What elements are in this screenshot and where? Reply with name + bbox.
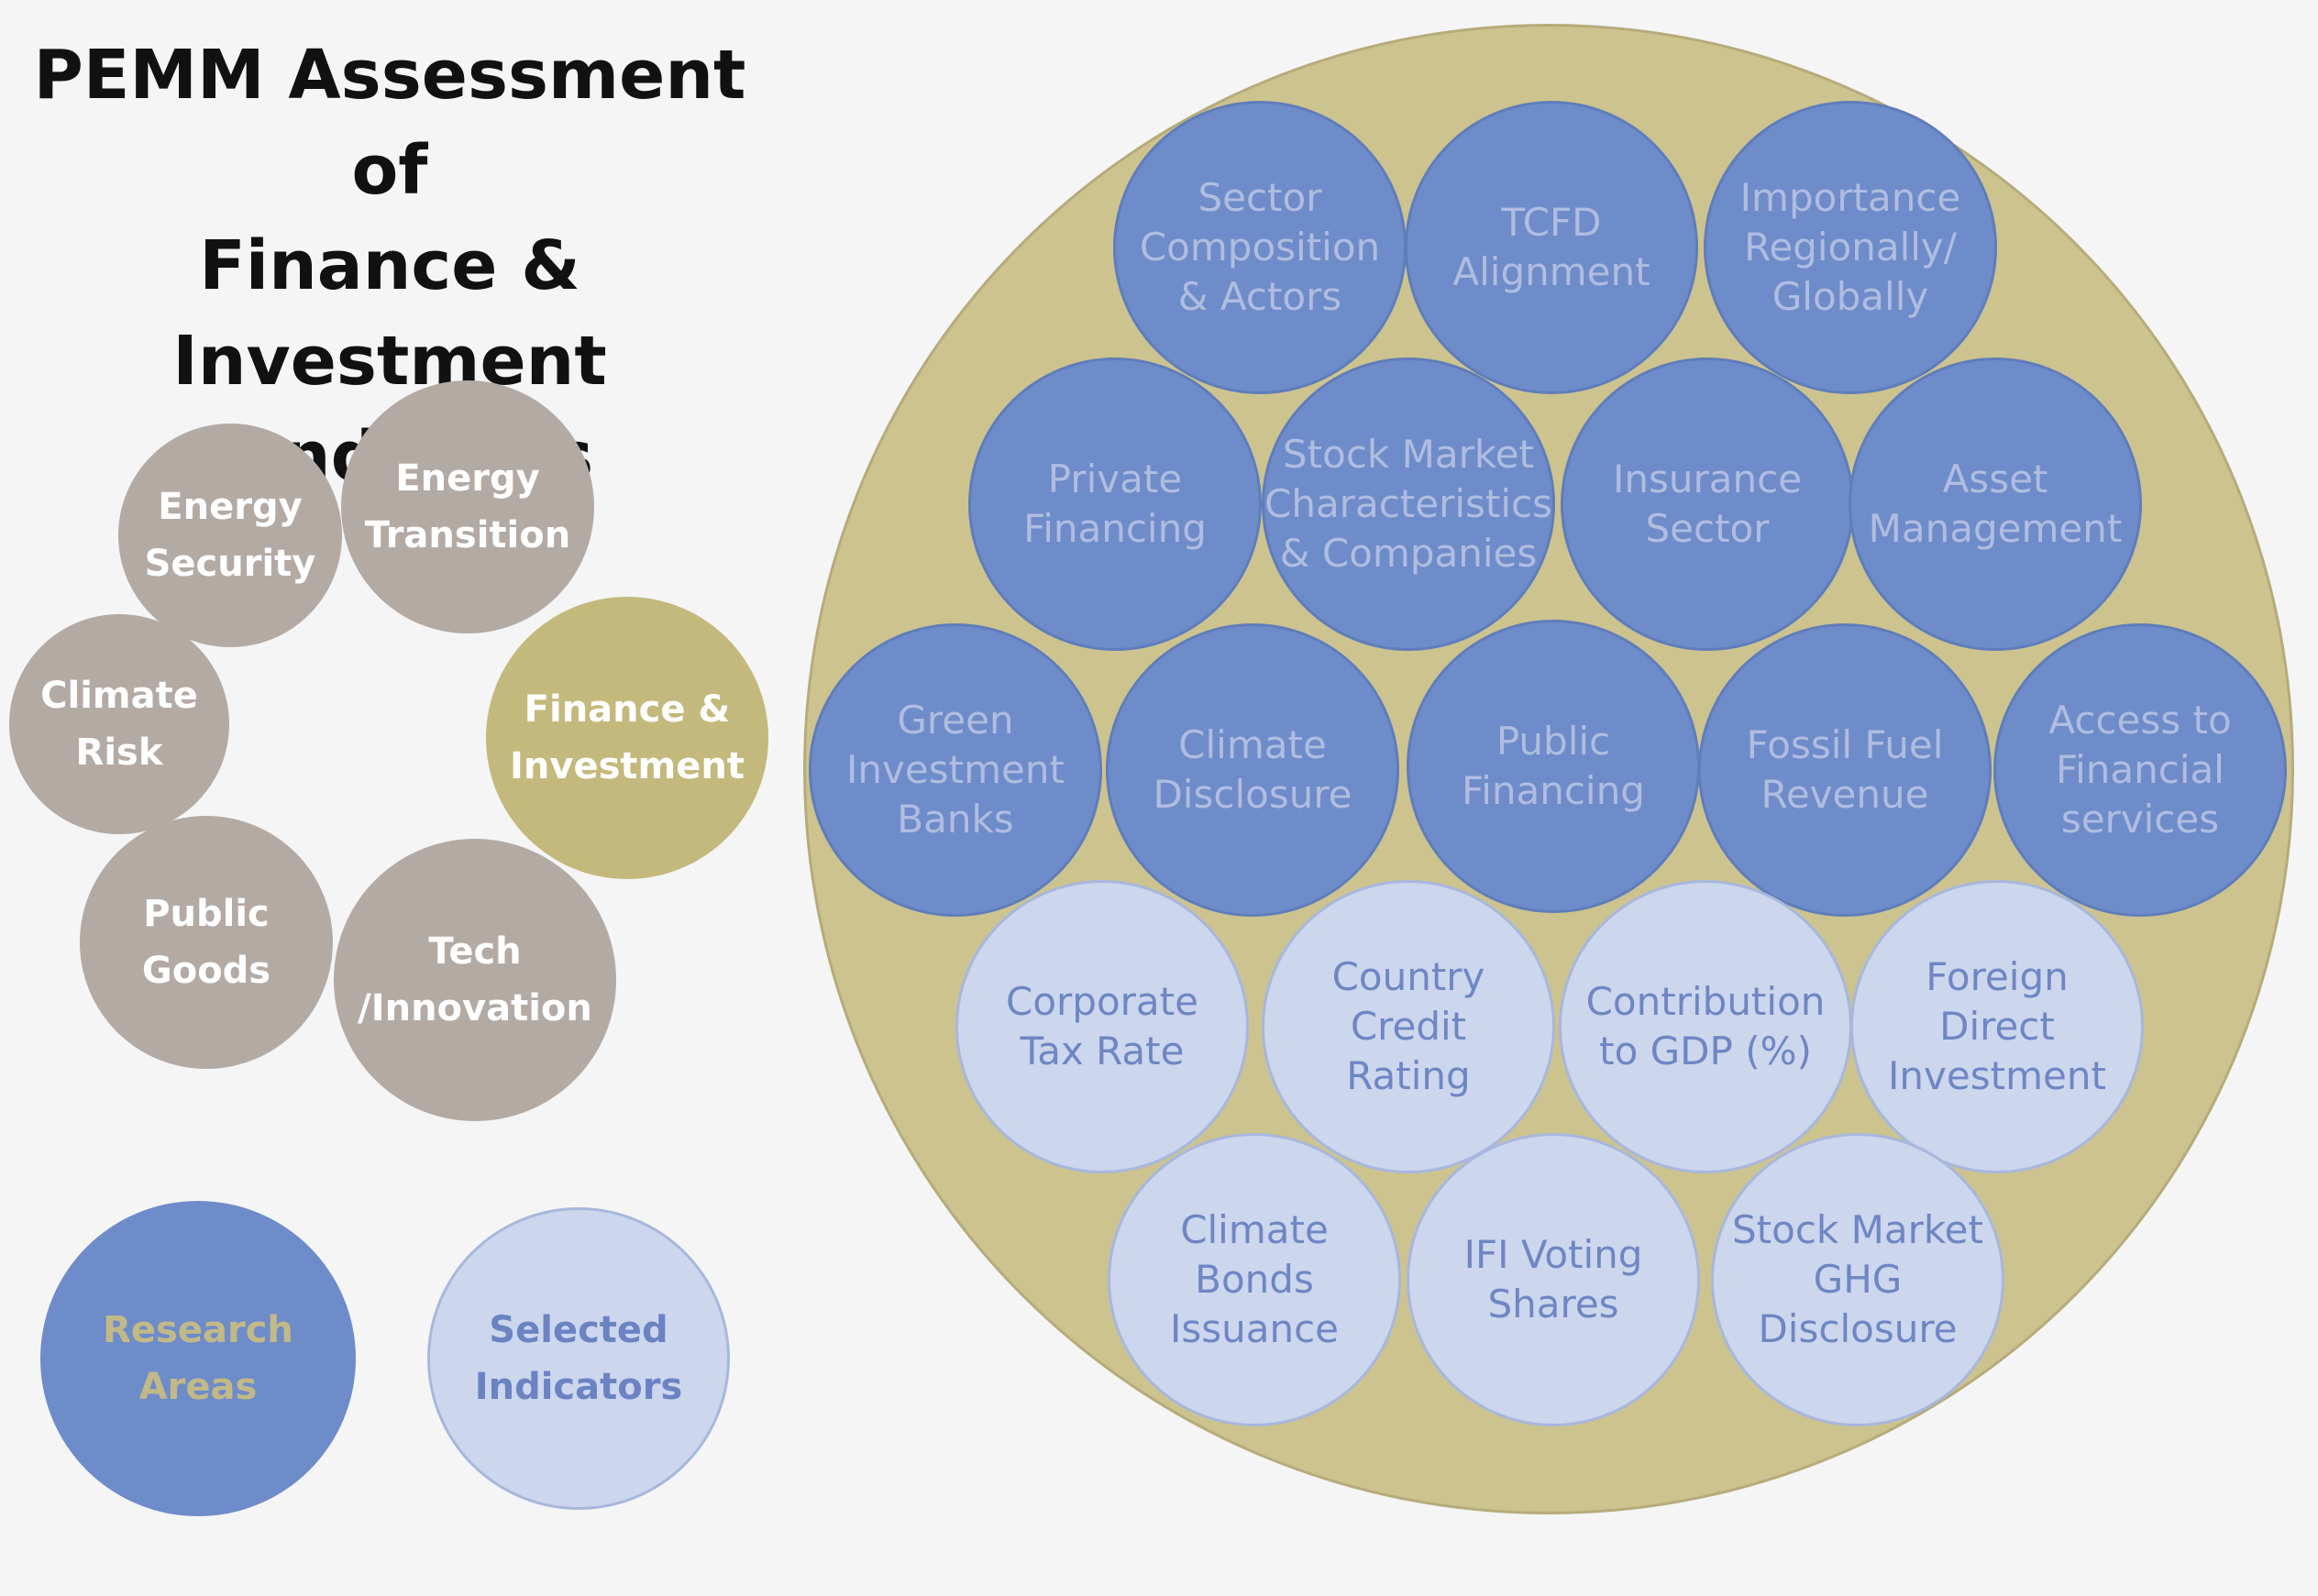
focus-area-tech-innovation: Tech /Innovation (334, 839, 616, 1121)
research-area-label: Fossil Fuel Revenue (1746, 722, 1944, 817)
research-area: Importance Regionally/ Globally (1704, 101, 1997, 394)
focus-area-energy-security: Energy Security (118, 424, 342, 647)
research-area: Sector Composition & Actors (1113, 101, 1407, 394)
focus-area-energy-transition: Energy Transition (341, 380, 594, 633)
selected-indicator: Climate Bonds Issuance (1108, 1133, 1401, 1426)
title-line-2: Finance & Investment (172, 226, 607, 401)
research-area-label: Access to Financial services (2048, 698, 2232, 842)
legend-selected-indicators-label: Selected Indicators (474, 1309, 683, 1408)
focus-area-label: Energy Transition (364, 457, 571, 556)
title-line-1: PEMM Assessment of (33, 36, 746, 210)
research-area: Private Financing (968, 358, 1262, 651)
selected-indicator-label: Stock Market GHG Disclosure (1732, 1207, 1983, 1351)
selected-indicator: Corporate Tax Rate (955, 880, 1249, 1173)
research-area-label: Importance Regionally/ Globally (1739, 175, 1961, 319)
selected-indicator: IFI Voting Shares (1407, 1133, 1700, 1426)
research-area: Climate Disclosure (1106, 623, 1399, 917)
selected-indicator: Stock Market GHG Disclosure (1711, 1133, 2004, 1426)
legend-research-areas: Research Areas (40, 1201, 356, 1516)
research-area: Asset Management (1849, 358, 2142, 651)
research-area-label: Sector Composition & Actors (1139, 175, 1381, 319)
research-area-label: Insurance Sector (1612, 457, 1803, 551)
research-area: TCFD Alignment (1405, 101, 1698, 394)
focus-area-label: Tech /Innovation (358, 930, 592, 1029)
research-area: Stock Market Characteristics & Companies (1262, 358, 1555, 651)
selected-indicator-label: Corporate Tax Rate (1006, 979, 1198, 1073)
selected-indicator-label: Foreign Direct Investment (1888, 954, 2106, 1098)
research-area: Fossil Fuel Revenue (1698, 623, 1992, 917)
selected-indicator: Foreign Direct Investment (1850, 880, 2144, 1173)
research-area-label: Private Financing (1023, 457, 1207, 551)
legend-research-areas-label: Research Areas (103, 1309, 293, 1408)
legend-selected-indicators: Selected Indicators (427, 1207, 730, 1510)
focus-area-label: Finance & Investment (510, 688, 745, 787)
focus-area-label: Climate Risk (40, 675, 198, 774)
selected-indicator-label: Contribution to GDP (%) (1585, 979, 1826, 1073)
focus-area-finance-investment: Finance & Investment (486, 597, 768, 879)
research-area: Access to Financial services (1993, 623, 2287, 917)
focus-area-climate-risk: Climate Risk (9, 614, 229, 834)
research-area-label: Public Financing (1462, 719, 1645, 813)
selected-indicator-label: Country Credit Rating (1331, 954, 1485, 1098)
selected-indicator-label: IFI Voting Shares (1463, 1232, 1643, 1326)
research-area-label: Asset Management (1868, 457, 2123, 551)
research-area-label: TCFD Alignment (1452, 200, 1650, 294)
selected-indicator: Contribution to GDP (%) (1559, 880, 1852, 1173)
research-area-label: Climate Disclosure (1153, 722, 1352, 817)
research-area-label: Green Investment Banks (846, 698, 1065, 842)
selected-indicator-label: Climate Bonds Issuance (1169, 1207, 1340, 1351)
focus-area-label: Public Goods (141, 893, 271, 992)
research-area: Insurance Sector (1561, 358, 1854, 651)
research-area: Public Financing (1407, 620, 1700, 913)
selected-indicator: Country Credit Rating (1262, 880, 1555, 1173)
focus-area-label: Energy Security (144, 486, 316, 585)
research-area-label: Stock Market Characteristics & Companies (1264, 432, 1553, 576)
focus-area-public-goods: Public Goods (80, 816, 333, 1069)
research-area: Green Investment Banks (809, 623, 1102, 917)
